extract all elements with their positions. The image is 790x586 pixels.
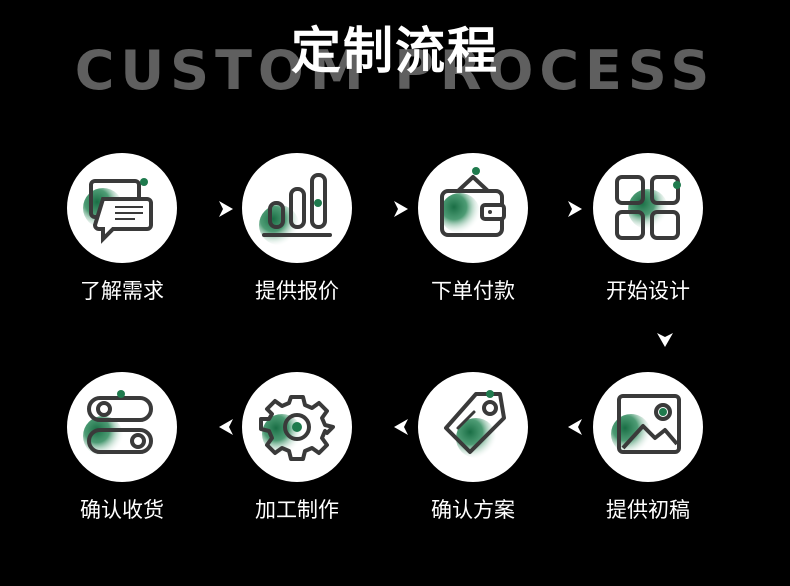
step-confirm-plan: 确认方案 <box>403 372 543 542</box>
step-label: 提供初稿 <box>606 498 690 522</box>
arrow-down-icon <box>655 330 675 350</box>
step-understand-needs: 了解需求 <box>52 153 192 323</box>
step-label: 确认收货 <box>80 498 164 522</box>
wallet-icon <box>440 167 506 237</box>
bar-chart-icon <box>259 173 332 245</box>
page-title: 定制流程 <box>291 22 499 80</box>
step-circle <box>67 372 177 482</box>
step-label: 下单付款 <box>431 279 515 303</box>
step-provide-quote: 提供报价 <box>227 153 367 323</box>
step-circle <box>418 372 528 482</box>
step-manufacture: 加工制作 <box>227 372 367 542</box>
step-label: 确认方案 <box>431 498 515 522</box>
step-circle <box>418 153 528 263</box>
step-circle <box>67 153 177 263</box>
step-label: 加工制作 <box>255 498 339 522</box>
step-first-draft: 提供初稿 <box>578 372 718 542</box>
step-circle <box>593 372 703 482</box>
step-place-order-pay: 下单付款 <box>403 153 543 323</box>
arrow-left-icon <box>216 417 236 437</box>
step-label: 开始设计 <box>606 279 690 303</box>
gear-icon <box>259 395 335 461</box>
toggle-switches-icon <box>83 390 153 456</box>
price-tag-icon <box>444 390 506 458</box>
step-confirm-receipt: 确认收货 <box>52 372 192 542</box>
arrow-right-icon <box>565 199 585 219</box>
arrow-right-icon <box>391 199 411 219</box>
step-start-design: 开始设计 <box>578 153 718 323</box>
step-circle <box>242 153 352 263</box>
grid-icon <box>615 175 681 240</box>
arrow-left-icon <box>565 417 585 437</box>
arrow-right-icon <box>216 199 236 219</box>
step-circle <box>242 372 352 482</box>
arrow-left-icon <box>391 417 411 437</box>
step-circle <box>593 153 703 263</box>
step-label: 提供报价 <box>255 279 339 303</box>
subtitle-watermark: CUSTOM PROCESS <box>74 39 716 102</box>
image-icon <box>611 394 681 454</box>
chat-bubble-icon <box>83 178 153 244</box>
step-label: 了解需求 <box>80 279 164 303</box>
